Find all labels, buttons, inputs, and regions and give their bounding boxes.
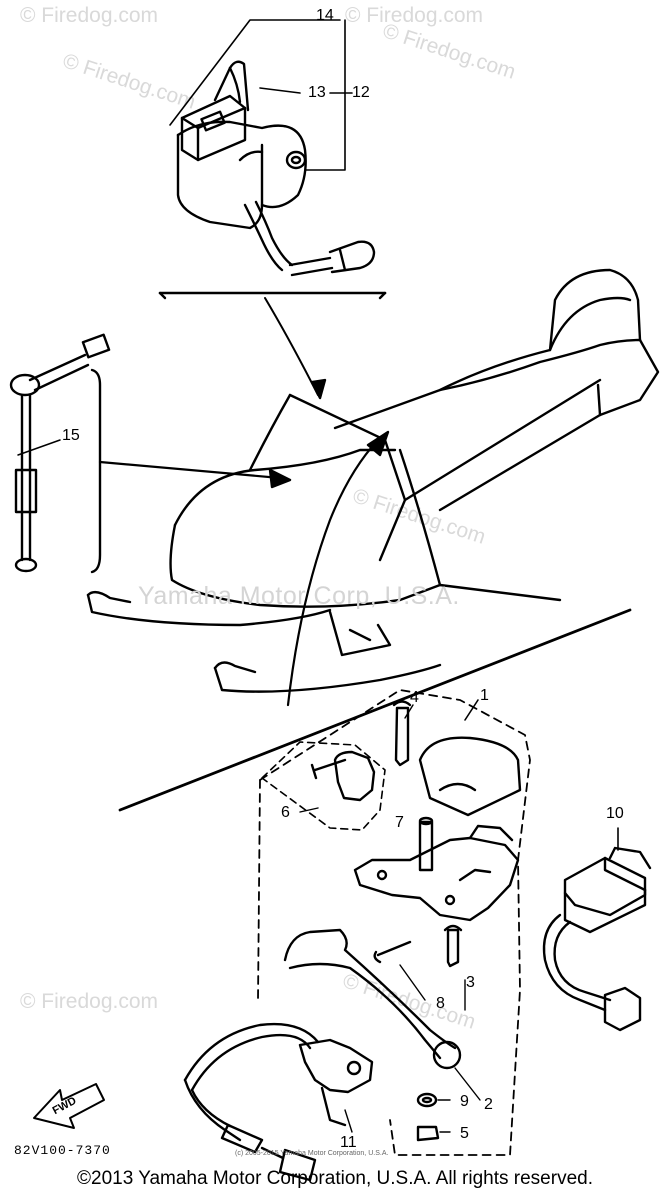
watermark-yamaha: Yamaha Motor Corp, U.S.A.	[138, 582, 460, 610]
watermark-firedog: © Firedog.com	[20, 990, 159, 1013]
footer-copyright: ©2013 Yamaha Motor Corporation, U.S.A. A…	[77, 1168, 593, 1189]
callout-3: 3	[466, 974, 475, 991]
callout-13: 13	[308, 84, 326, 101]
callout-11: 11	[340, 1134, 357, 1151]
watermark-firedog: © Firedog.com	[20, 4, 159, 27]
sensor-cable-part-15	[9, 333, 111, 573]
callout-8: 8	[436, 995, 445, 1012]
callout-1: 1	[480, 687, 489, 704]
callout-6: 6	[281, 804, 290, 821]
callout-10: 10	[606, 805, 624, 822]
callout-15: 15	[62, 427, 80, 444]
callout-2: 2	[484, 1096, 493, 1113]
callout-12: 12	[352, 84, 370, 101]
callout-7: 7	[395, 814, 404, 831]
callout-5: 5	[460, 1125, 469, 1142]
snowmobile-body	[86, 268, 660, 693]
watermark-firedog: © Firedog.com	[345, 4, 484, 27]
callout-14: 14	[316, 7, 334, 24]
callout-9: 9	[460, 1093, 469, 1110]
diagram-part-code: 82V100-7370	[14, 1143, 111, 1158]
callout-4: 4	[410, 689, 419, 706]
throttle-housing-assembly	[176, 60, 376, 277]
inline-copyright: (c) 2005-2015 Yamaha Motor Corporation, …	[235, 1150, 389, 1157]
